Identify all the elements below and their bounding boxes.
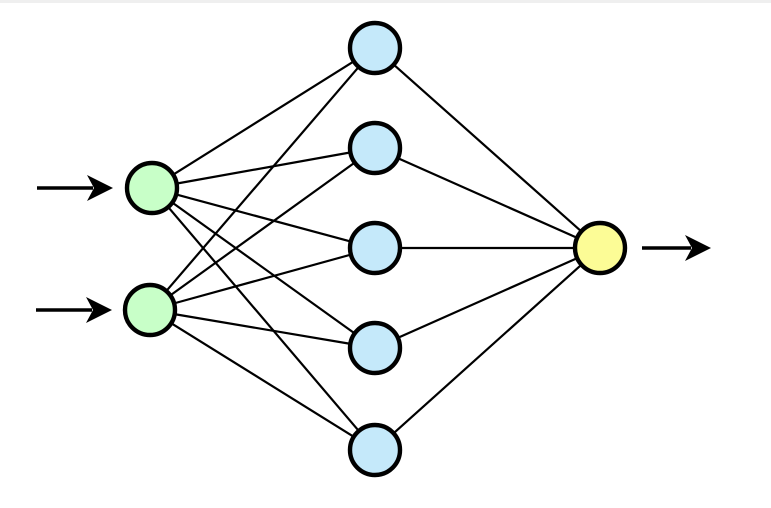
node-input-i1[interactable]	[124, 160, 180, 216]
input-arrow-top	[37, 175, 113, 201]
edge-h5-o1	[392, 263, 583, 435]
edge-i2-h1	[164, 65, 361, 293]
node-output-o1[interactable]	[572, 220, 628, 276]
input-arrow-bottom-head	[86, 297, 112, 323]
output-arrow-head	[685, 235, 711, 261]
node-input-i2[interactable]	[122, 282, 178, 338]
top-edge-band	[0, 0, 771, 3]
edge-i2-h3	[172, 253, 353, 305]
node-hidden-h5[interactable]	[347, 422, 403, 478]
input-arrow-bottom	[36, 297, 112, 323]
edge-i2-h2	[168, 161, 357, 297]
edges-group	[164, 59, 583, 439]
node-hidden-h4[interactable]	[347, 320, 403, 376]
node-hidden-h2[interactable]	[347, 120, 403, 176]
edge-i2-h5	[169, 321, 356, 439]
node-hidden-h3[interactable]	[347, 220, 403, 276]
output-arrow	[642, 235, 711, 261]
edge-i1-h3	[174, 193, 353, 243]
edge-i1-h4	[170, 201, 357, 335]
edge-i1-h2	[175, 151, 352, 185]
arrows-group	[36, 175, 711, 323]
input-arrow-top-head	[87, 175, 113, 201]
edge-h4-o1	[396, 256, 579, 340]
nodes-group	[122, 20, 628, 478]
edge-i1-h5	[166, 205, 361, 433]
edge-h2-o1	[396, 156, 579, 240]
edge-i2-h4	[173, 312, 352, 346]
edge-i1-h1	[171, 59, 356, 177]
node-hidden-h1[interactable]	[347, 20, 403, 76]
edge-h1-o1	[392, 63, 583, 233]
